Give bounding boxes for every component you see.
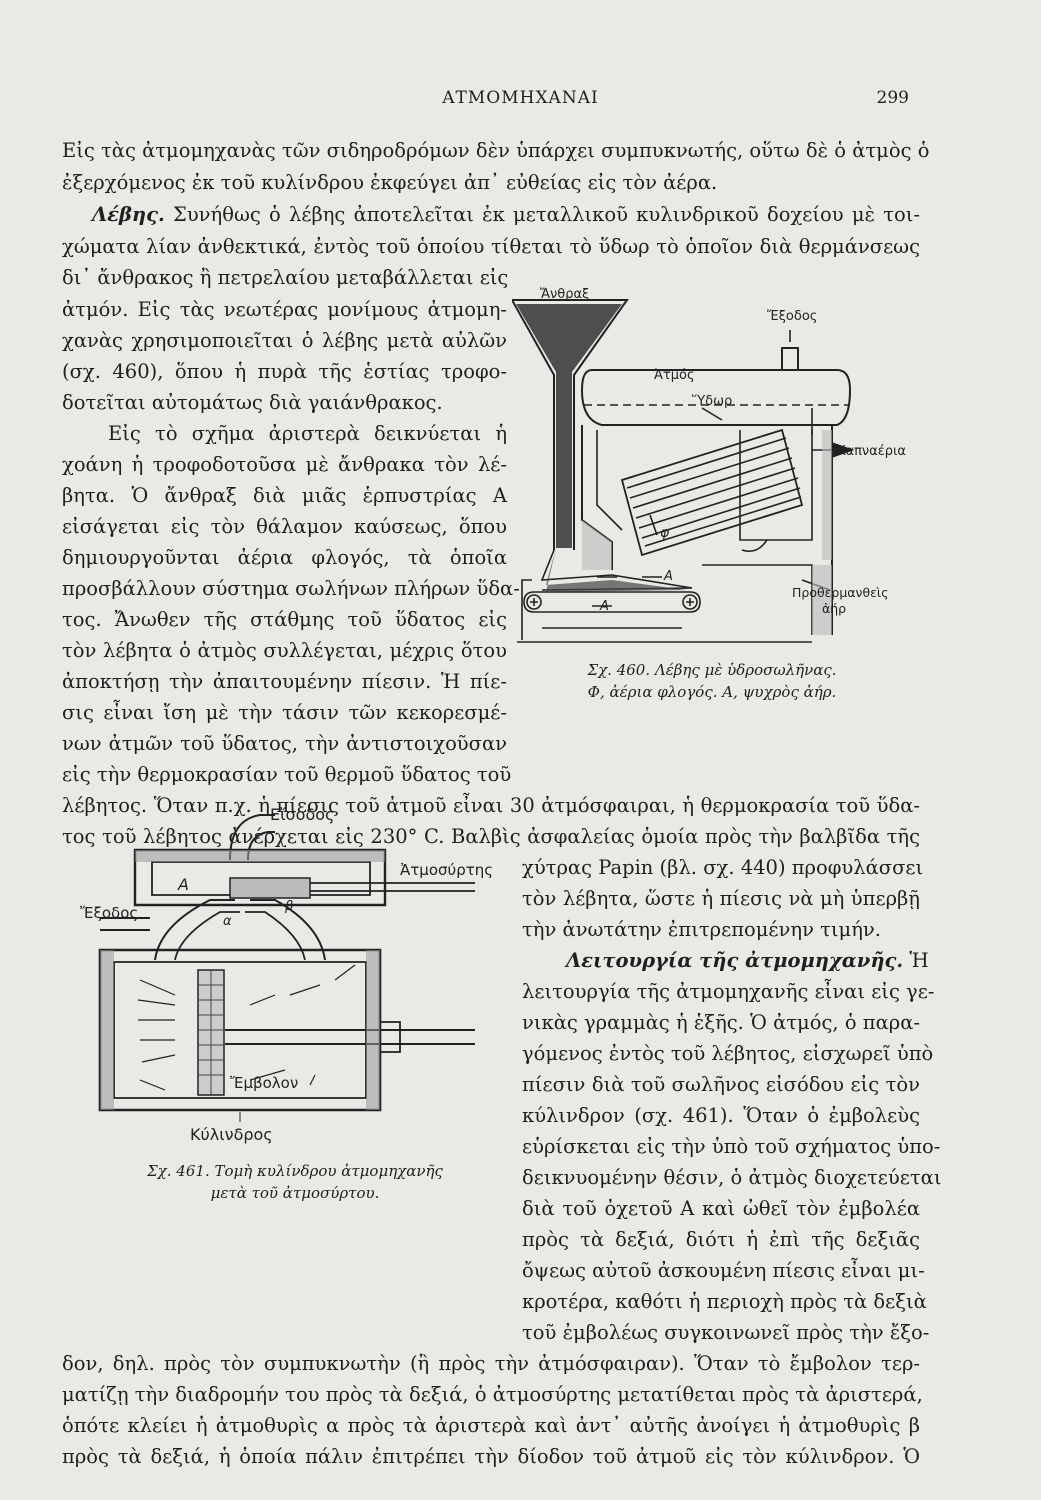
text-line: λέβητος. Ὅταν π.χ. ἡ πίεσις τοῦ ἀτμοῦ εἶ… (62, 794, 920, 817)
label-coal: Ἄνθραξ (540, 287, 589, 302)
text-line: Εἰς τὸ σχῆμα ἀριστερὰ δεικνύεται ἡ (108, 422, 507, 445)
running-title: ΑΤΜΟΜΗΧΑΝΑΙ (442, 88, 599, 108)
figure-461-cylinder-diagram: Εἴσοδος Ἀτμοσύρτης Ἔξοδος Α α β Ἔμβολον … (80, 805, 493, 1144)
piston-grid (198, 970, 224, 1095)
text-line: δον, δηλ. πρὸς τὸν συμπυκνωτὴν (ἢ πρὸς τ… (62, 1352, 920, 1375)
text-line: ἐξερχόμενος ἐκ τοῦ κυλίνδρου ἐκφεύγει ἀπ… (62, 171, 718, 194)
text-line: δημιουργοῦνται ἀέρια φλογός, τὰ ὁποῖα (62, 546, 507, 569)
label-phi: φ (660, 525, 670, 541)
text-line: (σχ. 460), ὅπου ἡ πυρὰ τῆς ἑστίας τροφο- (62, 360, 507, 383)
figure-460-boiler-diagram: Ἄνθραξ Ἔξοδος Ἀτμός Ὕδωρ Καπναέρια φ Α Α… (512, 287, 906, 643)
text-line: Λέβης. Συνήθως ὁ λέβης ἀποτελεῖται ἐκ με… (62, 205, 920, 225)
label-a-upper: Α (663, 569, 673, 584)
masonry-hatch (822, 430, 832, 560)
text-line: τος. Ἄνωθεν τῆς στάθμης τοῦ ὕδατος εἰς (62, 608, 507, 631)
text-line: ματίζῃ τὴν διαδρομήν του πρὸς τὰ δεξιά, … (62, 1383, 923, 1406)
label-air: ἀήρ (822, 601, 846, 616)
label-preheated: Προθερμανθεὶς (792, 585, 888, 600)
text-line: νων ἀτμῶν τοῦ ὕδατος, τὴν ἀντιστοιχοῦσαν (62, 732, 507, 755)
label-slide-valve: Ἀτμοσύρτης (400, 861, 493, 879)
text-line: εὑρίσκεται εἰς τὴν ὑπὸ τοῦ σχήματος ὑπο- (522, 1135, 941, 1158)
text-line: τὸν λέβητα ὁ ἀτμὸς συλλέγεται, μέχρις ὅτ… (62, 639, 507, 662)
text-line: πρὸς τὰ δεξιά, ἡ ὁποία πάλιν ἐπιτρέπει τ… (62, 1445, 920, 1468)
slide-valve (229, 877, 311, 899)
cylinder-wall-hatch (100, 950, 114, 1110)
label-port-b: β (284, 899, 293, 914)
text-line: τος τοῦ λέβητος ἀνέρχεται εἰς 230° C. Βα… (62, 825, 920, 848)
text-line: νικὰς γραμμὰς ἡ ἑξῆς. Ὁ ἀτμός, ὁ παρα- (522, 1011, 920, 1034)
text-line: διὰ τοῦ ὀχετοῦ Α καὶ ὠθεῖ τὸν ἐμβολέα (522, 1197, 920, 1220)
text-line: ἀποκτήσῃ τὴν ἀπαιτουμένην πίεσιν. Ἡ πίε- (62, 670, 507, 693)
label-port-a: α (223, 914, 232, 929)
text-line: κύλινδρον (σχ. 461). Ὅταν ὁ ἐμβολεὺς (522, 1104, 920, 1127)
text-line: γόμενος ἐντὸς τοῦ λέβητος, εἰσχωρεῖ ὑπὸ (522, 1042, 934, 1065)
label-a-lower: Α (599, 599, 609, 614)
figure-460-caption-line1: Σχ. 460. Λέβης μὲ ὑδροσωλῆνας. (587, 661, 837, 679)
label-water: Ὕδωρ (692, 394, 732, 409)
label-exit: Ἔξοδος (767, 309, 817, 324)
text-line: δι᾽ ἄνθρακος ἢ πετρελαίου μεταβάλλεται ε… (62, 266, 509, 289)
text-line: Εἰς τὰς ἀτμομηχανὰς τῶν σιδηροδρόμων δὲν… (62, 139, 930, 162)
label-exit: Ἔξοδος (80, 904, 138, 922)
text-line: πίεσιν διὰ τοῦ σωλῆνος εἰσόδου εἰς τὸν (522, 1073, 920, 1096)
text-line: χοάνη ἡ τροφοδοτοῦσα μὲ ἄνθρακα τὸν λέ- (62, 453, 507, 476)
label-cylinder: Κύλινδρος (190, 1125, 273, 1144)
text-line: χώματα λίαν ἀνθεκτικά, ἐντὸς τοῦ ὁποίου … (62, 235, 920, 258)
coal-bed (546, 548, 687, 592)
page-number: 299 (876, 88, 909, 108)
cylinder-wall-hatch (366, 950, 380, 1110)
text-line: εἰς τὴν θερμοκρασίαν τοῦ θερμοῦ ὕδατος τ… (62, 763, 512, 786)
text-line: δοτεῖται αὐτομάτως διὰ γαιάνθρακος. (62, 391, 443, 414)
text-fragment: Ἡ (903, 949, 929, 972)
label-flue: Καπναέρια (837, 444, 906, 459)
text-line: τὴν ἀνωτάτην ἐπιτρεπομένην τιμήν. (522, 918, 881, 941)
text-line: κροτέρα, καθότι ἡ περιοχὴ πρὸς τὰ δεξιὰ (522, 1290, 927, 1313)
text-line: εἰσάγεται εἰς τὸν θάλαμον καύσεως, ὅπου (62, 515, 507, 538)
text-line: τοῦ ἐμβολέως συγκοινωνεῖ πρὸς τὴν ἔξο- (522, 1321, 930, 1344)
text-line: βητα. Ὁ ἄνθραξ διὰ μιᾶς ἑρπυστρίας Α (62, 484, 507, 507)
text-line: χανὰς χρησιμοποιεῖται ὁ λέβης μετὰ αὐλῶν (62, 329, 507, 352)
text-line: ἀτμόν. Εἰς τὰς νεωτέρας μονίμους ἀτμομη- (62, 298, 507, 321)
text-line: Λειτουργία τῆς ἀτμομηχανῆς. Ἡ (522, 949, 929, 972)
figure-461-caption-line1: Σχ. 461. Τομὴ κυλίνδρου ἀτμομηχανῆς (147, 1162, 443, 1180)
label-piston: Ἔμβολον (230, 1074, 298, 1092)
label-a-channel: Α (177, 875, 189, 894)
text-line: ὁπότε κλείει ἡ ἀτμοθυρὶς α πρὸς τὰ ἀριστ… (62, 1414, 920, 1437)
chest-wall-hatch (135, 850, 385, 862)
label-inlet: Εἴσοδος (270, 805, 334, 824)
figure-460-caption-line2: Φ, ἀέρια φλογός. Α, ψυχρὸς ἀήρ. (587, 683, 837, 701)
masonry-hatch (582, 520, 612, 570)
text-line: χύτρας Papin (βλ. σχ. 440) προφυλάσσει (522, 856, 924, 879)
masonry-hatch (812, 565, 832, 635)
text-line: προσβάλλουν σύστημα σωλήνων πλήρων ὕδα- (62, 577, 520, 600)
section-heading-lebes: Λέβης. (92, 203, 165, 226)
label-steam: Ἀτμός (654, 368, 695, 383)
text-line: ὄψεως αὐτοῦ ἀσκουμένη πίεσις εἶναι μι- (522, 1259, 925, 1282)
text-line: σις εἶναι ἴση μὲ τὴν τάσιν τῶν κεκορεσμέ… (62, 701, 507, 724)
text-line: τὸν λέβητα, ὥστε ἡ πίεσις νὰ μὴ ὑπερβῇ (522, 887, 920, 910)
text-fragment: Συνήθως ὁ λέβης ἀποτελεῖται ἐκ μεταλλικο… (164, 203, 920, 226)
figure-461-caption-line2: μετὰ τοῦ ἀτμοσύρτου. (210, 1184, 380, 1202)
coal-fill (516, 304, 622, 548)
text-line: πρὸς τὰ δεξιά, διότι ἡ ἐπὶ τῆς δεξιᾶς (522, 1228, 920, 1251)
text-line: λειτουργία τῆς ἀτμομηχανῆς εἶναι εἰς γε- (522, 980, 935, 1003)
section-heading-operation: Λειτουργία τῆς ἀτμομηχανῆς. (566, 949, 904, 972)
text-line: δεικνυομένην θέσιν, ὁ ἀτμὸς διοχετεύεται (522, 1166, 942, 1189)
